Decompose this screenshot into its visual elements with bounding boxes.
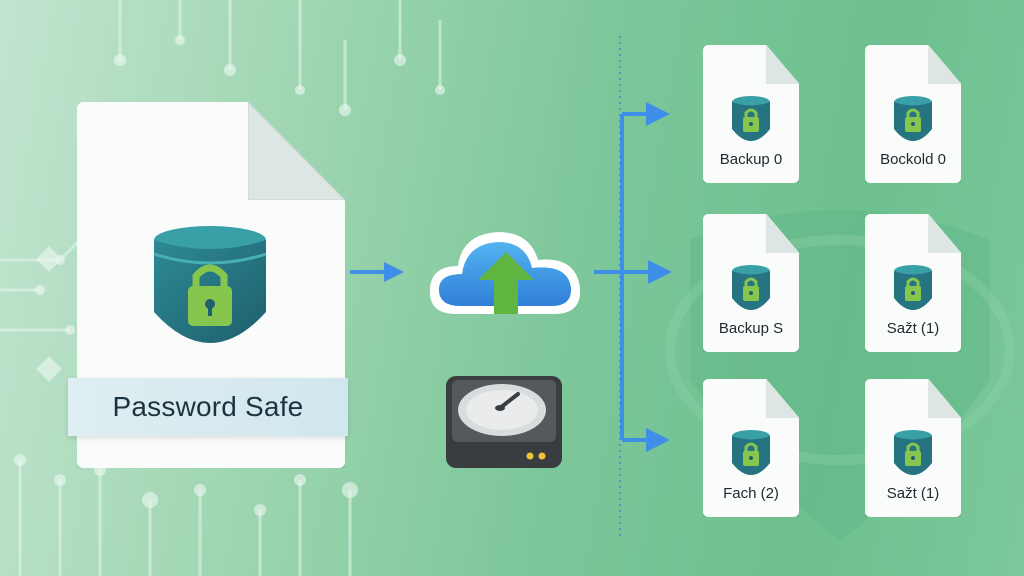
backup-label: Bockold 0 bbox=[880, 151, 946, 168]
safe-lock-icon bbox=[894, 96, 932, 141]
safe-lock-icon bbox=[732, 96, 770, 141]
safe-lock-icon bbox=[894, 265, 932, 310]
document-fold bbox=[766, 45, 799, 84]
safe-lock-icon bbox=[894, 430, 932, 475]
hard-drive-icon bbox=[446, 376, 562, 468]
backup-label: Fach (2) bbox=[723, 485, 779, 502]
document-fold bbox=[766, 379, 799, 418]
backup-label: Sažt (1) bbox=[886, 485, 940, 502]
document-fold bbox=[248, 102, 345, 200]
backup-label: Backup S bbox=[718, 320, 784, 337]
password-safe-label: Password Safe bbox=[68, 378, 348, 436]
document-fold bbox=[766, 214, 799, 253]
document-fold bbox=[928, 379, 961, 418]
backup-label: Sažt (1) bbox=[886, 320, 940, 337]
document-fold bbox=[928, 45, 961, 84]
document-fold bbox=[928, 214, 961, 253]
cloud-upload-icon bbox=[429, 232, 581, 314]
safe-lock-icon bbox=[732, 265, 770, 310]
backup-label: Backup 0 bbox=[719, 151, 783, 168]
safe-lock-icon bbox=[153, 226, 267, 343]
safe-lock-icon bbox=[732, 430, 770, 475]
source-label: Password Safe bbox=[112, 391, 304, 422]
